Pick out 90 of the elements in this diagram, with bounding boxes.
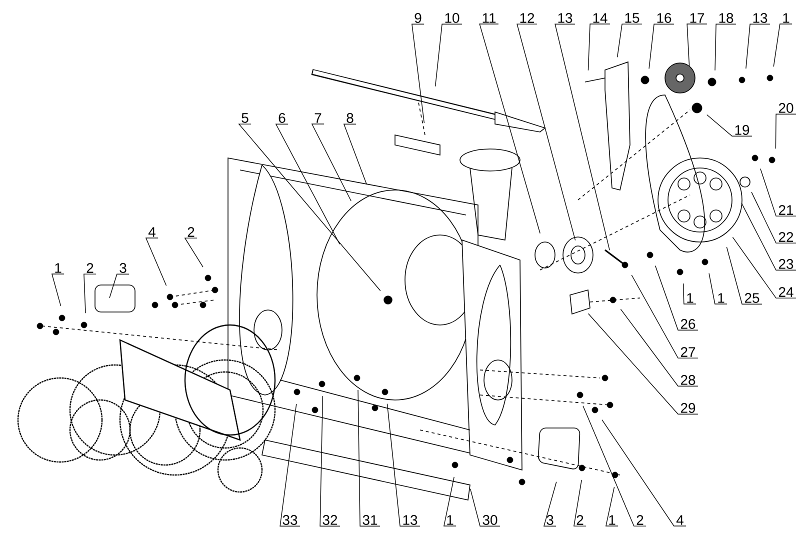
leader-line — [412, 24, 425, 124]
leader-line — [51, 274, 64, 306]
callout-number: 17 — [688, 12, 706, 24]
leader-line — [620, 308, 698, 386]
callout-number: 31 — [361, 514, 379, 526]
callout-number: 1 — [607, 514, 617, 526]
callout-number: 19 — [733, 124, 751, 136]
callout-number: 28 — [679, 374, 697, 386]
callout-number: 33 — [281, 514, 299, 526]
callout-number: 1 — [53, 262, 63, 274]
leader-line — [84, 274, 96, 314]
callout-number: 26 — [679, 318, 697, 330]
leader-line — [741, 202, 796, 270]
callout-number: 5 — [240, 112, 250, 124]
callout-number: 11 — [480, 12, 498, 24]
callout-number: 6 — [277, 112, 287, 124]
callout-number: 29 — [679, 402, 697, 414]
callout-number: 21 — [777, 204, 795, 216]
leader-line — [654, 265, 698, 330]
callout-number: 27 — [679, 346, 697, 358]
callout-number: 18 — [717, 12, 735, 24]
leader-line — [280, 404, 300, 526]
leader-line — [616, 24, 642, 58]
callout-number: 20 — [777, 102, 795, 114]
leader-line — [746, 24, 770, 69]
callout-number: 1 — [685, 292, 695, 304]
callout-number: 2 — [635, 514, 645, 526]
callout-number: 25 — [743, 292, 761, 304]
callout-number: 1 — [716, 292, 726, 304]
callout-number: 9 — [413, 12, 423, 24]
callout-number: 22 — [777, 231, 795, 243]
callout-number: 23 — [777, 258, 795, 270]
leader-line — [775, 114, 796, 149]
callout-number: 13 — [751, 12, 769, 24]
leader-line — [470, 488, 500, 526]
leader-line — [726, 246, 762, 304]
callout-number: 1 — [445, 514, 455, 526]
leader-line — [686, 24, 708, 67]
leader-line — [588, 24, 610, 71]
callout-number: 10 — [443, 12, 461, 24]
callout-number: 24 — [777, 286, 795, 298]
callout-number: 4 — [147, 226, 157, 238]
leader-line — [751, 192, 796, 244]
callout-number: 2 — [186, 226, 196, 238]
callout-number: 8 — [345, 112, 355, 124]
leader-line — [773, 24, 792, 67]
leader-line — [554, 24, 610, 251]
leader-line — [311, 124, 352, 202]
callout-number: 2 — [85, 262, 95, 274]
leader-line — [708, 272, 728, 304]
callout-number: 3 — [118, 262, 128, 274]
leader-line — [631, 274, 698, 358]
leader-line — [358, 390, 380, 526]
callout-number: 12 — [518, 12, 536, 24]
leader-line — [732, 236, 796, 298]
callout-number: 16 — [655, 12, 673, 24]
leader-line — [479, 24, 540, 234]
leader-line — [444, 476, 456, 526]
leader-line — [682, 283, 696, 304]
callout-number: 3 — [545, 514, 555, 526]
callout-number: 32 — [321, 514, 339, 526]
leader-line — [606, 486, 618, 526]
leader-line — [275, 124, 340, 245]
callout-number: 14 — [591, 12, 609, 24]
callout-number: 1 — [781, 12, 791, 24]
leader-line — [184, 238, 204, 268]
callout-number: 2 — [575, 514, 585, 526]
leader-line — [582, 406, 646, 526]
leader-line — [109, 274, 130, 298]
callout-number: 4 — [675, 514, 685, 526]
leader-line — [760, 168, 796, 216]
callout-number: 7 — [313, 112, 323, 124]
callout-number: 13 — [401, 514, 419, 526]
leader-line — [648, 24, 674, 70]
leader-line — [714, 24, 736, 71]
leader-line — [238, 124, 381, 292]
callout-number: 30 — [481, 514, 499, 526]
leader-line — [320, 396, 340, 526]
leader-line — [574, 480, 586, 526]
leader-line — [543, 482, 557, 526]
leader-line — [145, 238, 167, 286]
leader-line — [588, 313, 698, 414]
leader-line — [602, 419, 686, 526]
leader-line — [343, 124, 368, 185]
callout-number: 13 — [556, 12, 574, 24]
leader-line — [706, 114, 752, 136]
callout-number: 15 — [623, 12, 641, 24]
leader-line — [386, 403, 420, 526]
leader-line — [434, 24, 462, 87]
leader-line — [516, 24, 576, 241]
